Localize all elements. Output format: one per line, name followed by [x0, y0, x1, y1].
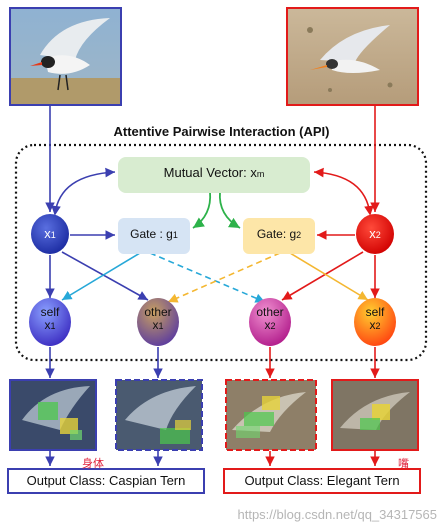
gate2-label: Gate: g2	[256, 227, 302, 241]
self-x1-node	[29, 298, 71, 346]
heatmap-self-x1	[9, 379, 97, 451]
mutual-vector-box	[118, 157, 310, 193]
photo-caspian-tern	[9, 7, 122, 106]
mutual-vector-label: Mutual Vector: xm	[163, 165, 265, 180]
x2-label: x2	[369, 226, 381, 241]
self-x2-node	[354, 298, 396, 346]
gate2-box	[243, 218, 315, 254]
other-x1-node	[137, 298, 179, 346]
heatmap-other-x2	[225, 379, 317, 451]
api-frame	[14, 143, 428, 362]
photo-elegant-tern	[286, 7, 419, 106]
x2-node	[356, 214, 394, 254]
gate1-label: Gate : g1	[130, 227, 178, 241]
gate1-box	[118, 218, 190, 254]
output-label-right: Output Class: Elegant Tern	[244, 473, 400, 488]
annotation-beak: 嘴	[398, 457, 409, 470]
watermark: https://blog.csdn.net/qq_34317565	[237, 507, 438, 522]
x1-label: x1	[44, 226, 56, 241]
other-x2-node	[249, 298, 291, 346]
output-label-left: Output Class: Caspian Tern	[26, 473, 186, 488]
heatmap-self-x2	[331, 379, 419, 451]
x1-node	[31, 214, 69, 254]
output-box-right	[223, 468, 421, 494]
annotation-body: 身体	[82, 457, 104, 470]
heatmap-other-x1	[115, 379, 203, 451]
diagram-title: Attentive Pairwise Interaction (API)	[113, 124, 330, 139]
output-box-left	[7, 468, 205, 494]
